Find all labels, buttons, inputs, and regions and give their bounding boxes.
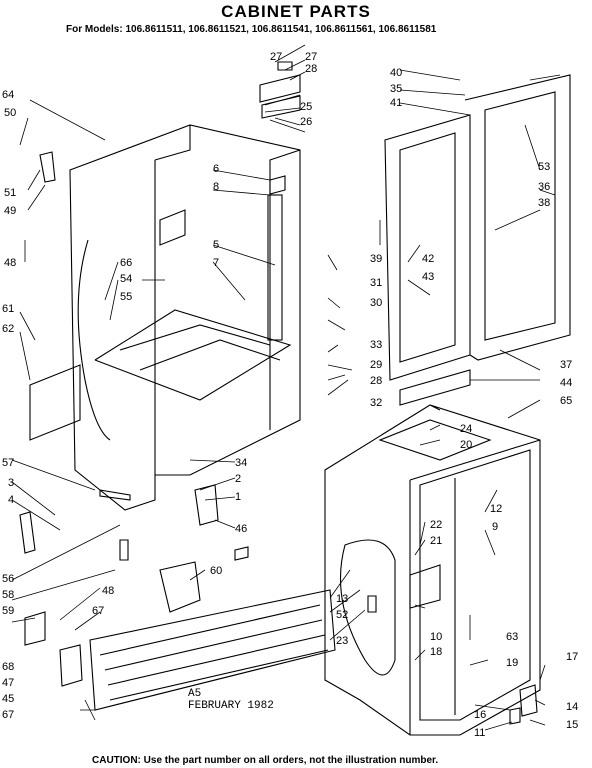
callout-6: 6 <box>213 163 219 175</box>
callout-14: 14 <box>566 701 578 713</box>
callout-48: 48 <box>4 257 16 269</box>
door-frame-right <box>464 74 571 361</box>
callout-38: 38 <box>538 197 550 209</box>
page-title: CABINET PARTS <box>221 2 371 21</box>
callout-29: 29 <box>370 359 382 371</box>
callout-56: 56 <box>2 573 14 585</box>
callout-60: 60 <box>210 565 222 577</box>
callout-63: 63 <box>506 631 518 643</box>
upper-cabinet-rail <box>267 194 283 341</box>
callout-67: 67 <box>2 709 14 721</box>
callout-30: 30 <box>370 297 382 309</box>
callout-50: 50 <box>4 107 16 119</box>
callout-68: 68 <box>2 661 14 673</box>
callout-39: 39 <box>370 253 382 265</box>
lower-cabinet-top-tray <box>378 419 492 461</box>
callout-32: 32 <box>370 397 382 409</box>
lower-cabinet-shell <box>324 404 541 736</box>
callout-58: 58 <box>2 589 14 601</box>
revision-month: FEBRUARY 1982 <box>188 700 274 712</box>
upper-cabinet-bracket <box>159 175 286 246</box>
callout-46: 46 <box>235 523 247 535</box>
callout-34: 34 <box>235 457 247 469</box>
drawing-lines <box>11 44 571 736</box>
callout-44: 44 <box>560 377 572 389</box>
hinge-top <box>259 61 301 119</box>
callout-24: 24 <box>460 423 472 435</box>
callout-23: 23 <box>336 635 348 647</box>
callout-4: 4 <box>8 494 14 506</box>
door-seal-bottom <box>399 369 471 406</box>
callout-21: 21 <box>430 535 442 547</box>
callout-45: 45 <box>2 693 14 705</box>
callout-19: 19 <box>506 657 518 669</box>
callout-64: 64 <box>2 89 14 101</box>
caution-note: CAUTION: Use the part number on all orde… <box>92 755 439 766</box>
upper-cabinet-shell <box>69 124 301 511</box>
callout-20: 20 <box>460 439 472 451</box>
callout-15: 15 <box>566 719 578 731</box>
revision-date: A5 FEBRUARY 1982 <box>188 688 274 712</box>
callout-1: 1 <box>235 491 241 503</box>
upper-cabinet-floor <box>94 309 292 401</box>
grille-panel <box>89 589 336 711</box>
callout-3: 3 <box>8 477 14 489</box>
callout-28: 28 <box>305 63 317 75</box>
lower-cabinet-inner <box>419 449 531 721</box>
callout-8: 8 <box>213 181 219 193</box>
revision-code: A5 <box>188 688 202 700</box>
callout-13: 13 <box>336 593 348 605</box>
callout-36: 36 <box>538 181 550 193</box>
left-panel <box>29 364 81 441</box>
callout-25: 25 <box>300 101 312 113</box>
callout-62: 62 <box>2 323 14 335</box>
grille-bracket <box>159 561 201 613</box>
model-numbers: For Models: 106.8611511, 106.8611521, 10… <box>66 24 437 35</box>
callout-9: 9 <box>492 521 498 533</box>
callout-27: 27 <box>305 51 317 63</box>
callout-7: 7 <box>213 257 219 269</box>
callout-57: 57 <box>2 457 14 469</box>
callout-17: 17 <box>566 651 578 663</box>
callout-42: 42 <box>422 253 434 265</box>
callout-61: 61 <box>2 303 14 315</box>
callout-40: 40 <box>390 67 402 79</box>
callout-41: 41 <box>390 97 402 109</box>
callout-33: 33 <box>370 339 382 351</box>
callout-12: 12 <box>490 503 502 515</box>
callout-26: 26 <box>300 116 312 128</box>
callout-35: 35 <box>390 83 402 95</box>
callout-48: 48 <box>102 585 114 597</box>
callout-43: 43 <box>422 271 434 283</box>
callout-52: 52 <box>336 609 348 621</box>
callout-27: 27 <box>270 51 282 63</box>
leader-lines <box>11 44 561 731</box>
upper-cabinet-wire <box>77 239 111 441</box>
callout-67: 67 <box>92 605 104 617</box>
callout-49: 49 <box>4 205 16 217</box>
callout-31: 31 <box>370 277 382 289</box>
callout-54: 54 <box>120 273 132 285</box>
callout-47: 47 <box>2 677 14 689</box>
callout-66: 66 <box>120 257 132 269</box>
callout-11: 11 <box>474 727 485 739</box>
callout-37: 37 <box>560 359 572 371</box>
callout-65: 65 <box>560 395 572 407</box>
callout-16: 16 <box>474 709 486 721</box>
small-parts <box>19 151 538 725</box>
callout-59: 59 <box>2 605 14 617</box>
callout-18: 18 <box>430 646 442 658</box>
callout-53: 53 <box>538 161 550 173</box>
door-frame-left <box>384 114 471 381</box>
callout-10: 10 <box>430 631 442 643</box>
callout-51: 51 <box>4 187 16 199</box>
callout-2: 2 <box>235 473 241 485</box>
callout-5: 5 <box>213 239 219 251</box>
lower-cabinet-opening <box>340 539 396 676</box>
callout-28: 28 <box>370 375 382 387</box>
callout-22: 22 <box>430 519 442 531</box>
callout-55: 55 <box>120 291 132 303</box>
